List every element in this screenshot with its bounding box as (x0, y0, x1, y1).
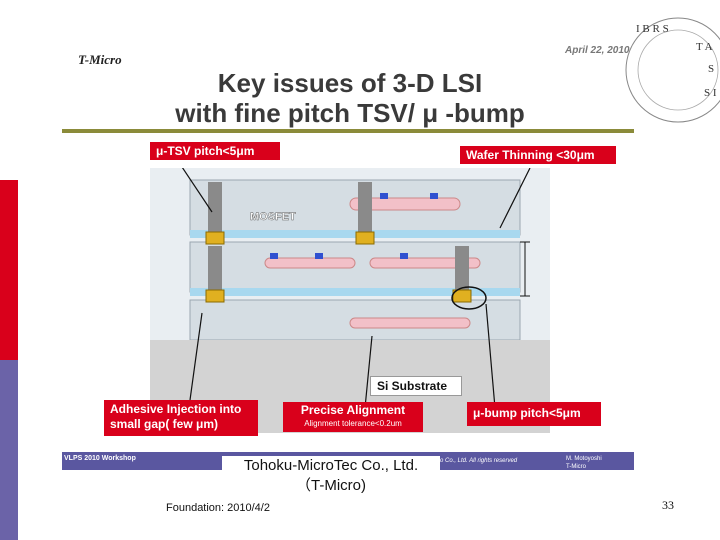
micro-bump (355, 231, 375, 245)
contact (400, 253, 408, 259)
interconnect-layer-middle (190, 288, 520, 296)
adhesive-injection-label: Adhesive Injection into small gap( few μ… (104, 400, 258, 436)
mosfet-region (369, 257, 481, 269)
micro-bump-pitch-label: μ-bump pitch<5μm (467, 402, 601, 426)
company-logo: T-Micro (78, 52, 122, 67)
left-color-bar-white (0, 0, 18, 180)
micro-bump (205, 289, 225, 303)
tsv-pitch-label: μ-TSV pitch<5μm (150, 142, 280, 160)
contact (315, 253, 323, 259)
left-color-bar-purple (0, 360, 18, 540)
svg-text:I B R S: I B R S (636, 23, 669, 35)
foundation-date: Foundation: 2010/4/2 (166, 502, 270, 514)
tsv-pillar (208, 246, 222, 302)
tsv-pillar (358, 182, 372, 242)
alignment-arrow (364, 335, 373, 409)
adhesive-line-2: small gap( few μm) (110, 417, 219, 431)
contact (430, 193, 438, 199)
adhesive-arrow (189, 312, 203, 401)
wafer-thinning-label: Wafer Thinning <30μm (460, 146, 616, 164)
svg-text:T A: T A (696, 41, 713, 53)
mosfet-region (349, 197, 461, 211)
workshop-label: VLPS 2010 Workshop (64, 455, 136, 462)
contact (380, 193, 388, 199)
3d-lsi-cross-section-diagram: MOSFET (150, 168, 550, 433)
micro-bump (205, 231, 225, 245)
title-rule (62, 129, 634, 133)
tsv-pillar (208, 182, 222, 242)
mosfet-label: MOSFET (250, 211, 296, 223)
title-line-1: Key issues of 3-D LSI (217, 68, 483, 98)
company-name-box: Tohoku-MicroTec Co., Ltd. （T-Micro) (222, 456, 440, 500)
bump-arrow (485, 303, 496, 409)
alignment-subtitle: Alignment tolerance<0.2um (304, 419, 402, 428)
company-short-name: （T-Micro) (296, 477, 366, 494)
company-name: Tohoku-MicroTec Co., Ltd. (243, 457, 419, 474)
slide-date: April 22, 2010 (565, 45, 630, 56)
author-label: M. Motoyoshi T-Micro (566, 455, 602, 471)
author-name: M. Motoyoshi (566, 456, 602, 462)
si-substrate-label: Si Substrate (370, 376, 462, 396)
mosfet-region (349, 317, 471, 329)
university-seal-icon: I B R S T A S S I (625, 17, 720, 123)
svg-text:S: S (708, 63, 714, 75)
adhesive-line-1: Adhesive Injection into (110, 402, 242, 416)
bump-highlight-circle (451, 286, 487, 310)
copyright-label: o Co., Ltd. All rights reserved (440, 458, 518, 464)
slide-title: Key issues of 3-D LSI with fine pitch TS… (120, 68, 580, 128)
tsv-pillar (455, 246, 469, 302)
thinning-arrow (499, 168, 531, 229)
tsv-arrow (181, 168, 213, 213)
precise-alignment-label: Precise Alignment Alignment tolerance<0.… (283, 402, 423, 432)
left-color-bar-red (0, 180, 18, 360)
author-affiliation: T-Micro (566, 464, 586, 470)
title-line-2: with fine pitch TSV/ μ -bump (175, 98, 525, 128)
contact (270, 253, 278, 259)
svg-text:S I: S I (704, 87, 717, 99)
page-number: 33 (662, 498, 674, 512)
mosfet-region (264, 257, 356, 269)
alignment-title: Precise Alignment (300, 403, 406, 417)
interconnect-layer-top (190, 230, 520, 238)
